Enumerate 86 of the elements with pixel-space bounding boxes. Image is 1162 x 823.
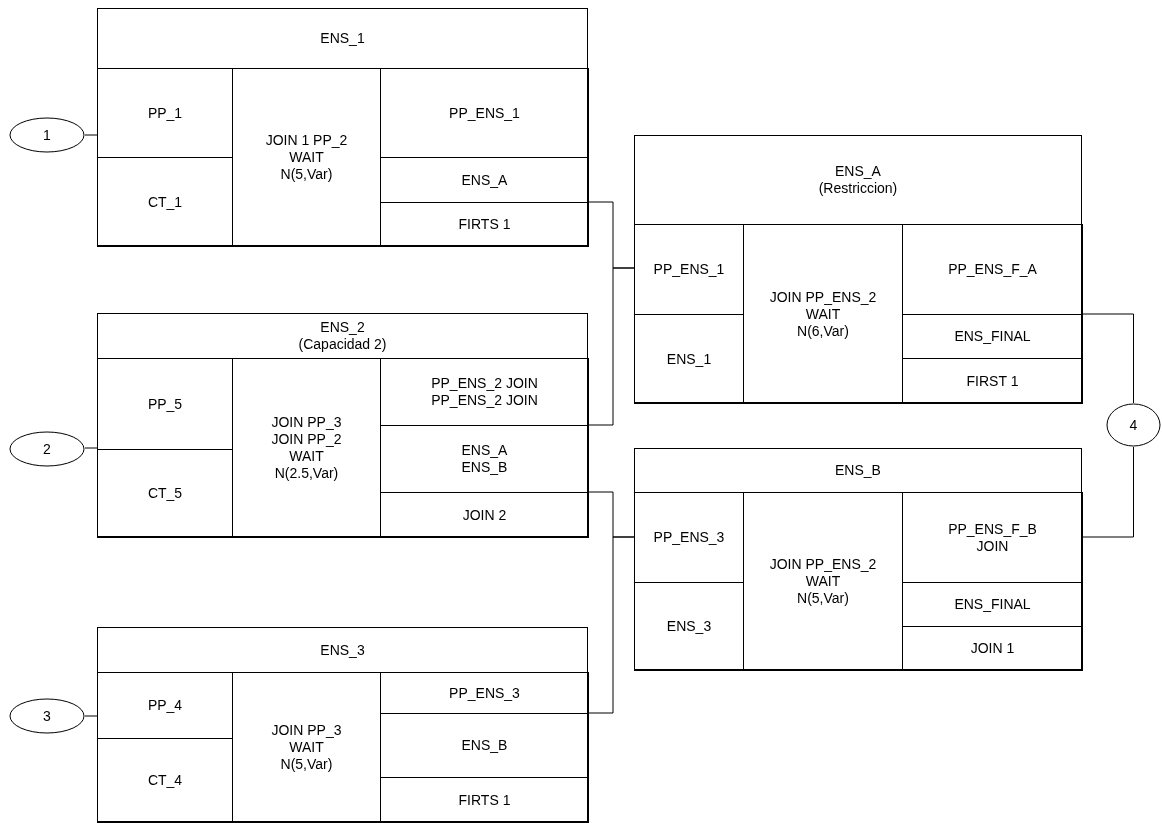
cell-text: JOIN 2 (462, 506, 507, 524)
cell-text: PP_ENS_2 JOIN (431, 392, 538, 409)
cell-text: PP_ENS_3 (449, 684, 520, 702)
connector-line (84, 134, 98, 136)
table-cell (902, 358, 1083, 404)
table-title: ENS_B (835, 462, 881, 479)
cell-text: CT_5 (147, 485, 183, 502)
cell-text: WAIT (289, 149, 324, 166)
circle-number: 4 (1129, 416, 1138, 434)
cell-text: CT_1 (147, 193, 183, 211)
table-subtitle: (Capacidad 2) (298, 336, 387, 353)
cell-text: FIRST 1 (966, 372, 1019, 390)
cell-text: ENS_A (461, 442, 508, 459)
circle-number: 1 (43, 126, 51, 144)
connector-line (84, 447, 98, 449)
cell-text: ENS_3 (666, 618, 712, 635)
cell-text: ENS_B (461, 459, 508, 476)
cell-text: PP_ENS_3 (653, 529, 725, 546)
table-title: ENS_1 (320, 30, 365, 47)
connector-circle (9, 117, 85, 153)
cell-text: WAIT (289, 448, 324, 465)
cell-text: JOIN PP_2 (271, 431, 342, 448)
process-table (634, 448, 1082, 670)
table-cell (743, 224, 903, 404)
table-cell (380, 358, 589, 426)
cell-text: JOIN 1 PP_2 (265, 132, 348, 149)
table-title: ENS_A (835, 163, 881, 180)
connector-line (1081, 313, 1134, 404)
cell-text: FIRTS 1 (458, 216, 511, 233)
cell-text: ENS_FINAL (954, 328, 1031, 345)
cell-text: ENS_A (461, 171, 508, 189)
cell-text: PP_5 (147, 395, 183, 413)
cell-text: JOIN PP_ENS_2 (769, 556, 877, 573)
table-cell (902, 224, 1083, 315)
cell-text: N(5,Var) (797, 590, 849, 607)
cell-text: PP_1 (147, 104, 183, 122)
cell-text: N(2.5,Var) (274, 465, 339, 482)
cell-text: PP_4 (147, 697, 183, 714)
table-cell (232, 672, 381, 823)
cell-text: PP_ENS_F_B (948, 520, 1037, 538)
cell-text: JOIN PP_ENS_2 (769, 288, 877, 306)
table-title: ENS_3 (320, 641, 365, 659)
connector-line (84, 715, 98, 717)
cell-text: PP_ENS_2 JOIN (431, 375, 538, 392)
connector-line (587, 536, 635, 714)
table-cell (380, 777, 589, 823)
process-table (97, 313, 588, 537)
cell-text: WAIT (805, 573, 841, 590)
table-cell (380, 68, 589, 158)
connector-line (1081, 446, 1134, 538)
cell-text: PP_ENS_1 (449, 104, 520, 122)
circle-number: 2 (43, 440, 51, 458)
table-cell (902, 492, 1083, 583)
cell-text: FIRTS 1 (458, 791, 511, 809)
cell-text: JOIN PP_3 (271, 722, 342, 739)
cell-text: JOIN 1 (970, 640, 1015, 657)
table-cell (902, 626, 1083, 671)
cell-text: WAIT (289, 739, 324, 756)
circle-number: 3 (43, 707, 51, 725)
cell-text: WAIT (805, 305, 841, 323)
table-cell (232, 358, 381, 538)
process-table (97, 627, 588, 822)
connector-circle (9, 698, 85, 734)
cell-text: PP_ENS_1 (653, 261, 725, 278)
cell-text: ENS_FINAL (954, 596, 1031, 613)
table-cell (380, 202, 589, 247)
table-cell (743, 492, 903, 671)
cell-text: CT_4 (147, 772, 183, 789)
process-table (634, 135, 1082, 403)
table-title: ENS_2 (320, 319, 365, 336)
table-cell (380, 672, 589, 714)
cell-text: N(5,Var) (280, 756, 333, 773)
process-table (97, 8, 588, 246)
cell-text: N(5,Var) (280, 166, 333, 183)
connector-circle (1106, 403, 1161, 447)
connector-line (587, 267, 635, 426)
table-cell (380, 492, 589, 538)
cell-text: JOIN PP_3 (271, 414, 342, 431)
cell-text: JOIN (976, 537, 1009, 555)
cell-text: PP_ENS_F_A (948, 261, 1037, 278)
table-subtitle: (Restriccion) (818, 180, 898, 197)
cell-text: N(6,Var) (797, 322, 849, 340)
cell-text: ENS_1 (666, 350, 712, 368)
connector-circle (9, 431, 85, 467)
cell-text: ENS_B (461, 737, 508, 754)
table-cell (232, 68, 381, 247)
